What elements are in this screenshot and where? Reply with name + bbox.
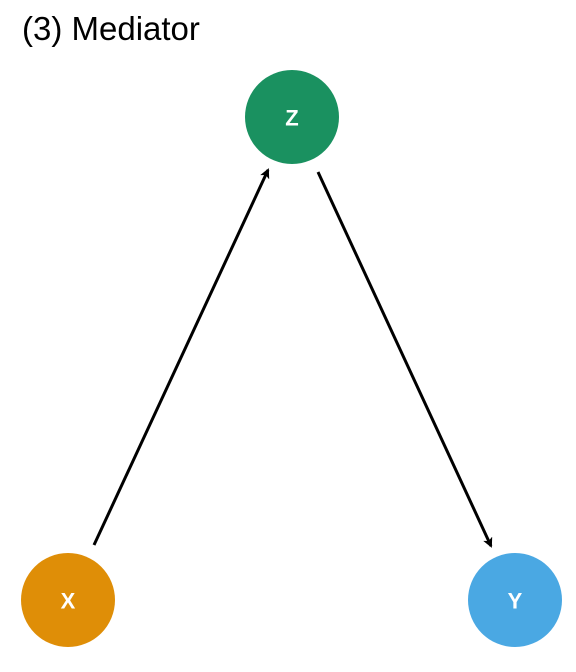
- diagram-title: (3) Mediator: [22, 10, 200, 47]
- node-z-label: Z: [285, 106, 298, 131]
- node-x-label: X: [61, 589, 76, 614]
- edge-x-to-z: [92, 168, 270, 546]
- node-y: Y: [468, 553, 562, 647]
- edge-z-to-y: [316, 171, 493, 548]
- node-x-circle: [21, 553, 115, 647]
- node-y-label: Y: [508, 589, 523, 614]
- node-z: Z: [245, 70, 339, 164]
- node-z-circle: [245, 70, 339, 164]
- node-x: X: [21, 553, 115, 647]
- node-y-circle: [468, 553, 562, 647]
